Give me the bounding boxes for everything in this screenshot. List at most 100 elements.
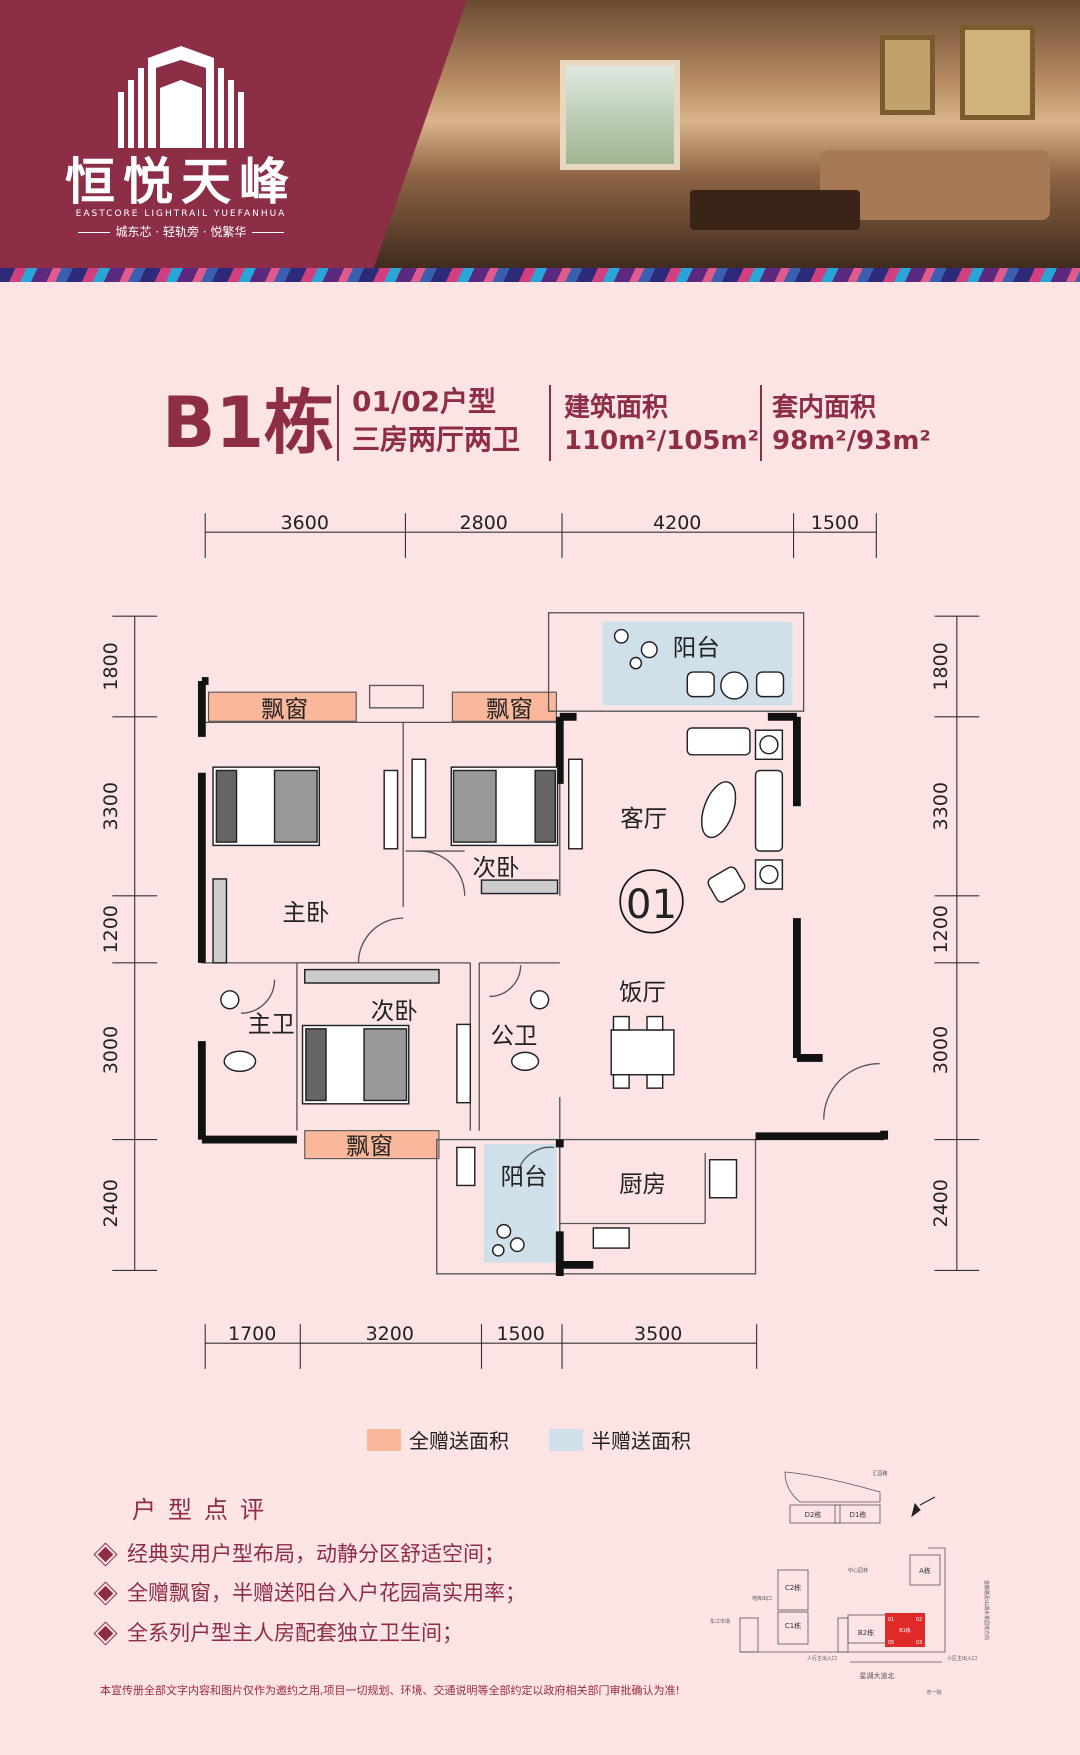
logo-english: EASTCORE LIGHTRAIL YUEFANHUA (75, 209, 287, 219)
building-name: B1栋 (162, 382, 335, 464)
map-label: 金鹏路及山湖水景园地方向 (983, 1580, 990, 1640)
building-label: A栋 (919, 1566, 931, 1575)
dim-bottom: 1700 (228, 1322, 276, 1344)
north-arrow-icon (911, 1496, 936, 1518)
coffee-table-icon (700, 780, 736, 838)
legend-half-gift: 半赠送面积 (549, 1425, 691, 1454)
review-item: 全系列户型主人房配套独立卫生间； (97, 1620, 463, 1646)
dimension-labels: 3600 2800 4200 1500 1700 3200 1500 3500 … (99, 511, 951, 1344)
dim-right: 3300 (929, 782, 951, 830)
diamond-bullet-icon (97, 1585, 114, 1601)
unit-label: 05 (888, 1640, 894, 1646)
building-label: B1栋 (899, 1627, 911, 1634)
floor-plan: 3600 2800 4200 1500 1700 3200 1500 3500 … (99, 511, 979, 1369)
room-labels: 阳台 飘窗 飘窗 飘窗 客厅 01 主卧 次卧 次卧 主卫 公卫 饭厅 阳台 厨… (247, 633, 719, 1198)
site-map: 汇园路 中心园林 东江市场 地库出口 人行主出入口 小区主出入口 金鹏路及山湖水… (710, 1470, 990, 1696)
legend-swatch (549, 1428, 583, 1451)
dining-table-icon (610, 1028, 675, 1075)
stove-icon (708, 1158, 737, 1198)
review-text: 全系列户型主人房配套独立卫生间； (127, 1621, 463, 1645)
map-label: 小区主出入口 (947, 1655, 977, 1662)
map-label: 中心园林 (848, 1567, 868, 1574)
map-label: 市一院 (926, 1689, 941, 1696)
room-label: 次卧 (370, 996, 417, 1024)
unit-number: 01 (625, 882, 676, 928)
sink-icon (529, 989, 549, 1009)
bay-window-2 (451, 691, 557, 722)
header-banner: 恒悦天峰 EASTCORE LIGHTRAIL YUEFANHUA 城东芯 · … (0, 0, 1080, 282)
bay-window-1 (207, 691, 357, 722)
building-label: D2栋 (805, 1510, 822, 1519)
map-label: 东江市场 (710, 1618, 730, 1625)
dim-left: 3300 (99, 782, 121, 830)
dim-left: 3000 (99, 1025, 121, 1073)
furniture (211, 628, 784, 1257)
dim-top: 2800 (459, 511, 507, 533)
room-label: 主卫 (247, 1010, 294, 1038)
logo-name: 恒悦天峰 (65, 153, 297, 211)
room-label: 饭厅 (619, 977, 666, 1005)
diamond-bullet-icon (97, 1546, 114, 1562)
dim-top: 3600 (280, 511, 328, 533)
diamond-bullet-icon (97, 1625, 114, 1641)
dimension-lines (111, 512, 979, 1369)
map-label: 汇园路 (872, 1470, 887, 1477)
divider (760, 385, 762, 461)
bay-window-3 (303, 1129, 440, 1159)
gross-area-label: 建筑面积 (564, 393, 669, 423)
room-label: 公卫 (490, 1021, 537, 1049)
sofa-icon (686, 726, 751, 756)
room-label: 次卧 (472, 853, 519, 881)
map-label: 人行主出入口 (807, 1655, 837, 1662)
sink-icon (219, 989, 239, 1009)
room-label: 主卧 (282, 898, 329, 926)
toilet-icon (222, 1050, 256, 1072)
unit-label: 03 (916, 1640, 922, 1646)
legend-label: 半赠送面积 (591, 1429, 691, 1453)
review-text: 经典实用户型布局，动静分区舒适空间； (127, 1542, 505, 1566)
disclaimer: 本宣传册全部文字内容和图片仅作为邀约之用,项目一切规划、环境、交通说明等全部约定… (100, 1684, 680, 1697)
unit-label: 01 (888, 1617, 894, 1623)
net-area-value: 98m²/93m² (772, 426, 931, 456)
legend-full-gift: 全赠送面积 (367, 1425, 509, 1454)
unit-type: 01/02户型 (352, 385, 497, 418)
b1-highlight (885, 1613, 925, 1647)
gross-area-value: 110m²/105m² (564, 426, 759, 456)
toilet-icon (510, 1051, 539, 1071)
building-label: B2栋 (858, 1628, 874, 1637)
review-item: 经典实用户型布局，动静分区舒适空间； (97, 1541, 505, 1567)
dim-top: 4200 (653, 511, 701, 533)
room-layout: 三房两厅两卫 (352, 423, 521, 456)
dim-bottom: 1500 (496, 1322, 544, 1344)
decorative-stripe (0, 268, 1080, 282)
dim-right: 1200 (929, 905, 951, 953)
building-label: C1栋 (785, 1621, 801, 1630)
legend: 全赠送面积 半赠送面积 (367, 1425, 691, 1454)
dim-left: 1200 (99, 905, 121, 953)
dim-right: 2400 (929, 1179, 951, 1227)
room-label: 飘窗 (261, 694, 308, 722)
map-label: 星湖大道北 (860, 1671, 895, 1680)
kitchen-sink-icon (592, 1226, 630, 1249)
room-label: 厨房 (619, 1170, 666, 1198)
sofa-icon (754, 769, 783, 852)
dim-top: 1500 (810, 511, 858, 533)
slogan: 城东芯 · 轻轨旁 · 悦繁华 (21, 225, 341, 240)
review-text: 全赠飘窗，半赠送阳台入户花园高实用率； (127, 1581, 526, 1605)
room-label: 客厅 (620, 804, 667, 832)
building-label: D1栋 (850, 1510, 867, 1519)
walls (197, 676, 888, 1276)
building-logo-icon (118, 46, 244, 148)
dim-right: 1800 (929, 642, 951, 690)
divider (337, 385, 339, 461)
dim-bottom: 3200 (365, 1322, 413, 1344)
legend-label: 全赠送面积 (409, 1429, 509, 1453)
room-label: 飘窗 (485, 694, 532, 722)
review-item: 全赠飘窗，半赠送阳台入户花园高实用率； (97, 1580, 526, 1606)
room-label: 阳台 (500, 1162, 547, 1190)
map-label: 地库出口 (752, 1595, 772, 1602)
dim-bottom: 3500 (634, 1322, 682, 1344)
review-title: 户型点评 (132, 1496, 276, 1524)
legend-swatch (367, 1428, 401, 1451)
divider (549, 385, 551, 461)
